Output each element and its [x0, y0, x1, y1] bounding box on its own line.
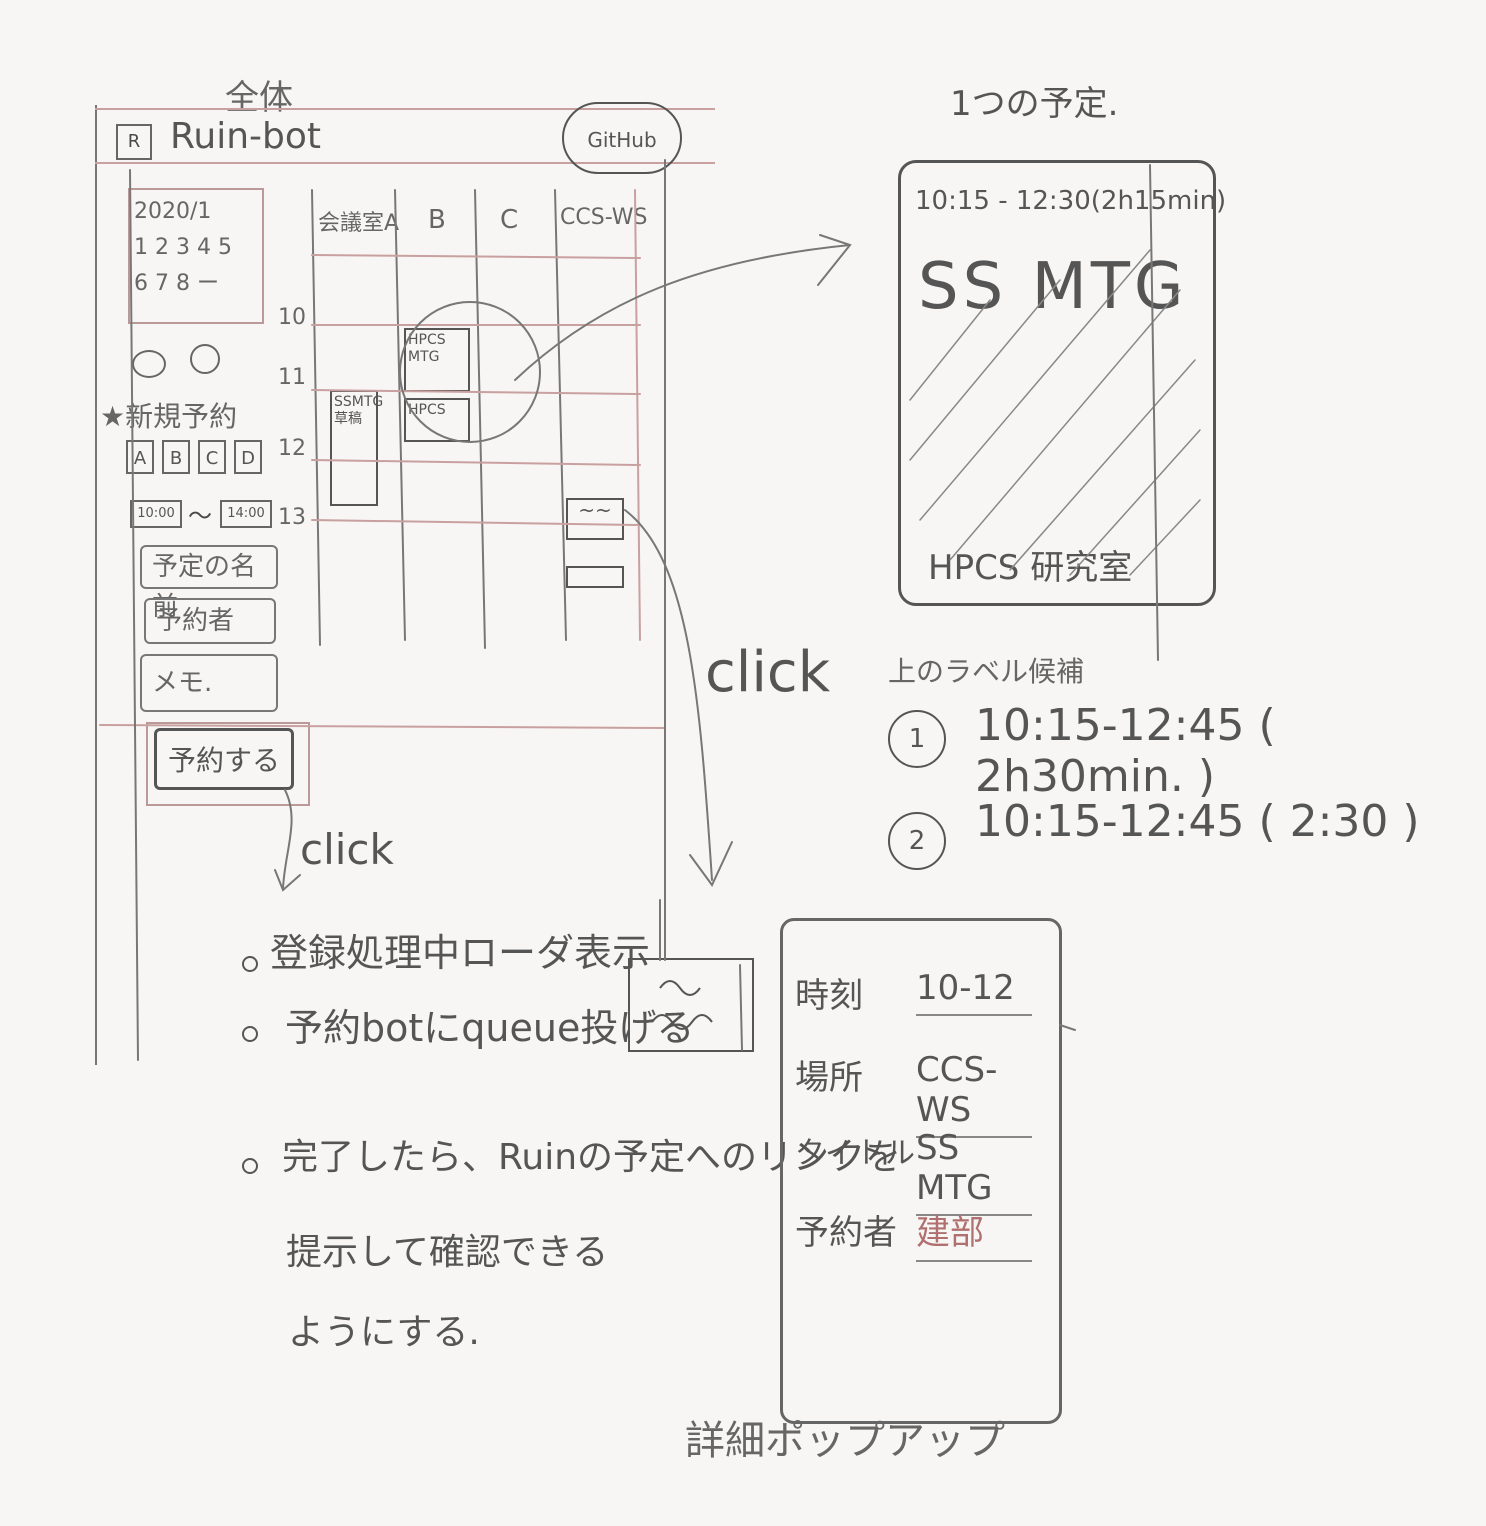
loader-popup	[628, 958, 754, 1052]
hour-label-11: 11	[278, 365, 306, 390]
github-button[interactable]: GitHub	[562, 102, 682, 174]
hour-label-13: 13	[278, 505, 306, 530]
user-icon[interactable]	[190, 344, 220, 374]
column-header-room-b: B	[428, 205, 446, 235]
event-block-ssmtg[interactable]: SSMTG 草稿	[330, 390, 383, 506]
app-logo-icon[interactable]: R	[116, 124, 152, 160]
calendar-row-1[interactable]: 1 2 3 4 5	[134, 235, 232, 260]
time-separator: ～	[188, 502, 212, 530]
event-block-ccs-ws-2[interactable]	[566, 566, 624, 588]
app-frame	[95, 105, 717, 1065]
candidate-number-2: 2	[888, 812, 946, 870]
event-card-time: 10:15 - 12:30(2h15min)	[915, 186, 1227, 216]
room-checkbox-d[interactable]: D	[234, 440, 262, 474]
calendar-row-2[interactable]: 6 7 8 ー	[134, 271, 219, 296]
event-card[interactable]	[898, 160, 1216, 606]
column-header-room-c: C	[500, 205, 519, 235]
note-2: 予約botにqueue投げる	[285, 1006, 695, 1050]
detail-value-title: SS MTG	[916, 1128, 1032, 1216]
booker-field[interactable]: 予約者	[144, 598, 276, 644]
detail-value-location: CCS-WS	[916, 1050, 1032, 1138]
detail-value-booker: 建部	[916, 1205, 1032, 1262]
room-checkbox-c[interactable]: C	[198, 440, 226, 474]
app-header	[95, 108, 715, 164]
column-header-ccs-ws: CCS-WS	[560, 205, 648, 230]
detail-key-location: 場所	[795, 1058, 863, 1098]
click-annotation-reserve: click	[300, 825, 394, 874]
detail-key-time: 時刻	[795, 976, 863, 1016]
new-reservation-label: ★新規予約	[100, 400, 238, 433]
calendar-month: 2020/1	[134, 199, 212, 224]
detail-popup	[780, 918, 1062, 1424]
room-checkbox-b[interactable]: B	[162, 440, 190, 474]
note-4: 提示して確認できる	[286, 1232, 609, 1273]
label-candidates-heading: 上のラベル候補	[888, 655, 1085, 688]
click-annotation-event: click	[705, 640, 831, 705]
event-block-hpcs[interactable]: HPCS	[404, 398, 470, 442]
note-1: 登録処理中ローダ表示	[270, 931, 651, 975]
note-3: 完了したら、Ruinの予定へのリンクを	[282, 1137, 902, 1178]
candidate-text-1: 10:15-12:45 ( 2h30min. )	[975, 700, 1276, 802]
app-name: Ruin-bot	[170, 116, 322, 157]
one-event-title: 1つの予定.	[950, 84, 1119, 124]
hour-label-10: 10	[278, 305, 306, 330]
note-5: ようにする.	[288, 1312, 480, 1353]
candidate-number-1: 1	[888, 710, 946, 768]
time-from-input[interactable]: 10:00	[130, 500, 182, 528]
detail-key-booker: 予約者	[795, 1213, 897, 1253]
event-card-title: SS MTG	[918, 250, 1188, 324]
column-header-room-a: 会議室A	[318, 211, 400, 236]
detail-popup-caption: 詳細ポップアップ	[685, 1418, 1005, 1464]
search-icon[interactable]	[132, 350, 166, 378]
candidate-text-2: 10:15-12:45 ( 2:30 )	[975, 796, 1420, 847]
event-name-field[interactable]: 予定の名前	[140, 545, 278, 622]
memo-field[interactable]: メモ.	[140, 654, 278, 712]
event-card-location: HPCS 研究室	[928, 548, 1133, 588]
loader-spinner-icon	[651, 980, 713, 1030]
event-block-ccs-ws[interactable]: ~~	[566, 498, 624, 540]
hour-label-12: 12	[278, 436, 306, 461]
note-bullet-2	[242, 1026, 258, 1042]
date-picker[interactable]: 2020/1 1 2 3 4 5 6 7 8 ー	[128, 188, 264, 324]
note-bullet-1	[242, 956, 258, 972]
note-bullet-3	[242, 1158, 258, 1174]
reserve-button[interactable]: 予約する	[154, 728, 294, 790]
detail-value-time: 10-12	[916, 968, 1032, 1016]
reserve-button-frame	[146, 722, 310, 806]
detail-key-title: タイトル	[795, 1136, 915, 1171]
time-to-input[interactable]: 14:00	[220, 500, 272, 528]
room-checkbox-a[interactable]: A	[126, 440, 154, 474]
event-block-hpcs-mtg[interactable]: HPCS MTG	[404, 328, 470, 392]
overview-title: 全体	[225, 78, 293, 118]
